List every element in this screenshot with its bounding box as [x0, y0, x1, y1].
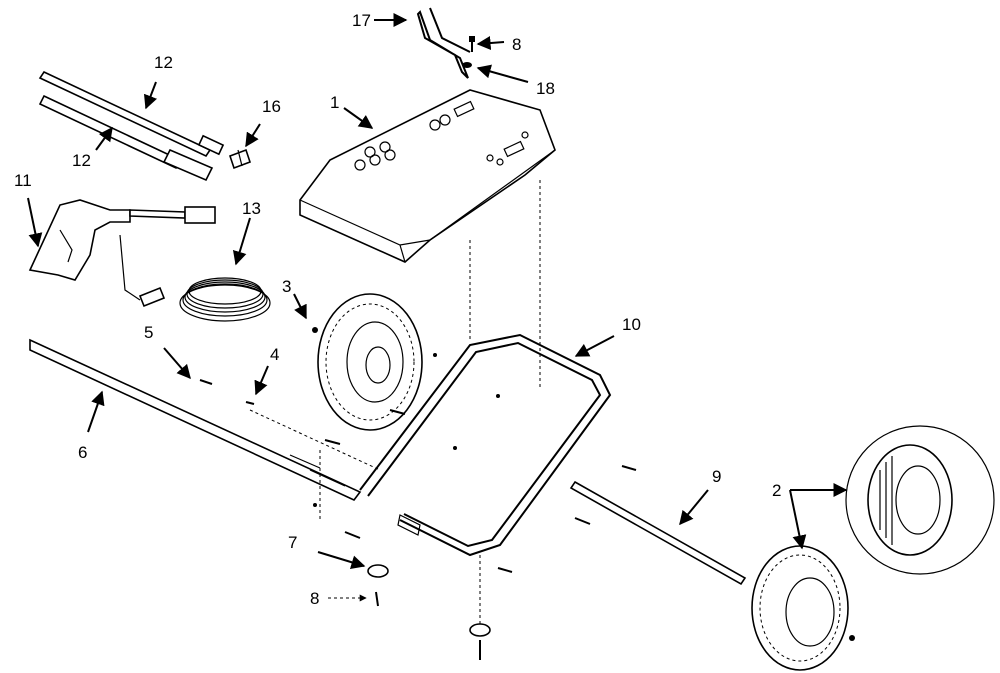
callout-8-top: 8	[512, 35, 521, 54]
handle-bracket	[416, 7, 471, 79]
callout-2: 2	[772, 481, 781, 500]
cart-frame	[359, 333, 612, 557]
callout-4: 4	[270, 345, 279, 364]
callout-8-bottom: 8	[310, 589, 319, 608]
spray-gun	[28, 199, 216, 281]
screw-top	[469, 36, 475, 52]
rubber-foot-bottom	[469, 623, 491, 637]
callout-7: 7	[288, 533, 297, 552]
spray-nozzle	[228, 148, 252, 170]
bolts	[199, 327, 855, 641]
alignment-lines	[249, 180, 541, 625]
callout-17: 17	[352, 11, 371, 30]
axle-rod	[569, 480, 747, 586]
spray-wand-upper	[38, 70, 225, 158]
callout-18: 18	[536, 79, 555, 98]
callout-16: 16	[262, 97, 281, 116]
callout-12-top: 12	[154, 53, 173, 72]
rubber-foot	[367, 564, 389, 578]
hose-coil	[119, 234, 271, 322]
control-panel-housing	[299, 89, 556, 263]
wheel-right	[751, 545, 849, 671]
callout-10: 10	[622, 315, 641, 334]
callout-3: 3	[282, 277, 291, 296]
screw-bottom	[375, 591, 379, 607]
callout-6: 6	[78, 443, 87, 462]
washer	[462, 62, 472, 68]
callout-5: 5	[144, 323, 153, 342]
tire-detail-inset	[845, 425, 995, 575]
callout-labels: 1 2 3 4 5 6 7 8 8 9 10 11 12 12 13 16 17…	[14, 11, 781, 608]
callout-11: 11	[14, 171, 32, 190]
callout-9: 9	[712, 467, 721, 486]
panel-holes	[354, 100, 529, 171]
callout-12-bottom: 12	[72, 151, 91, 170]
handle-rail	[29, 338, 362, 501]
wheel-left	[317, 293, 423, 431]
callout-arrows	[27, 13, 848, 660]
callout-13: 13	[242, 199, 261, 218]
callout-1: 1	[330, 93, 339, 112]
